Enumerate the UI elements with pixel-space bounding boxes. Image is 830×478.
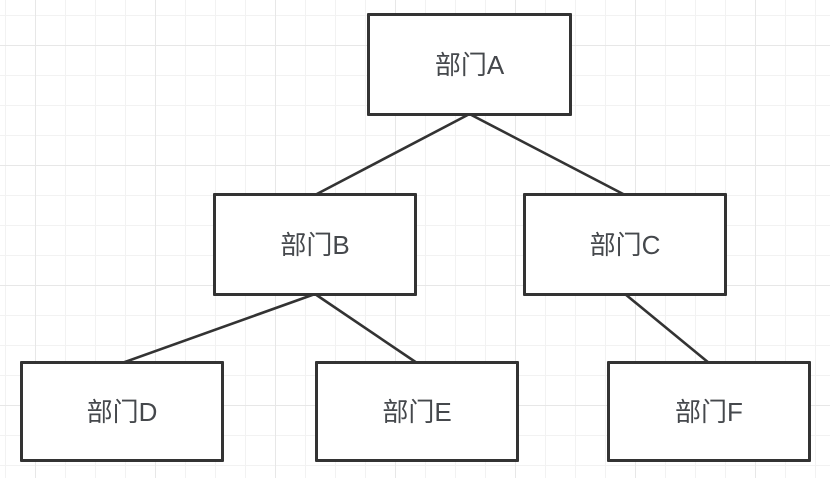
dept-node-label: 部门D <box>86 396 158 427</box>
dept-node-c[interactable]: 部门C <box>523 193 727 296</box>
connector-C-F[interactable] <box>623 292 711 365</box>
dept-node-b[interactable]: 部门B <box>213 193 417 296</box>
dept-node-d[interactable]: 部门D <box>20 361 224 462</box>
connector-A-C[interactable] <box>468 112 627 197</box>
dept-node-label: 部门A <box>434 49 505 80</box>
dept-node-label: 部门E <box>382 396 452 427</box>
dept-node-a[interactable]: 部门A <box>367 13 572 116</box>
connector-B-D[interactable] <box>120 292 317 365</box>
dept-node-label: 部门B <box>280 229 350 260</box>
dept-node-e[interactable]: 部门E <box>315 361 519 462</box>
connector-A-B[interactable] <box>313 112 471 197</box>
dept-node-label: 部门C <box>589 229 661 260</box>
dept-node-f[interactable]: 部门F <box>607 361 811 462</box>
dept-node-label: 部门F <box>675 396 743 427</box>
connector-B-E[interactable] <box>313 292 419 365</box>
